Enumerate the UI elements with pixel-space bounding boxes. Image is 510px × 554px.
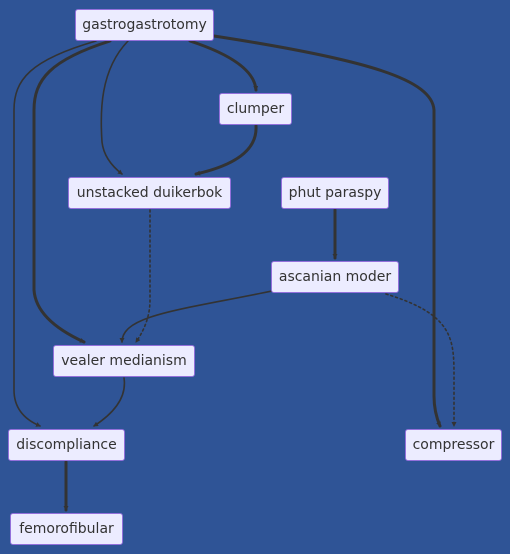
edge-gastrogastrotomy-vealer-medianism xyxy=(32,39,112,344)
edge-gastrogastrotomy-clumper xyxy=(188,39,259,92)
node-gastrogastrotomy[interactable]: gastrogastrotomy xyxy=(75,9,214,41)
node-femorofibular[interactable]: femorofibular xyxy=(10,513,123,545)
edge-gastrogastrotomy-discompliance xyxy=(13,40,97,427)
edge-unstacked-duikerbok-vealer-medianism xyxy=(135,209,151,343)
edge-ascanian-moder-compressor xyxy=(385,293,457,427)
node-unstacked-duikerbok[interactable]: unstacked duikerbok xyxy=(68,177,231,209)
edge-gastrogastrotomy-compressor xyxy=(212,34,442,428)
edge-clumper-unstacked-duikerbok xyxy=(194,124,258,176)
edge-vealer-medianism-discompliance xyxy=(93,377,126,427)
node-discompliance[interactable]: discompliance xyxy=(8,429,125,461)
node-vealer-medianism[interactable]: vealer medianism xyxy=(53,345,195,377)
node-phut-paraspy[interactable]: phut paraspy xyxy=(281,177,389,209)
edge-ascanian-moder-vealer-medianism xyxy=(119,290,273,343)
node-ascanian-moder[interactable]: ascanian moder xyxy=(271,261,399,293)
node-compressor[interactable]: compressor xyxy=(405,429,502,461)
node-clumper[interactable]: clumper xyxy=(219,93,292,125)
edge-gastrogastrotomy-unstacked-duikerbok xyxy=(100,40,129,175)
